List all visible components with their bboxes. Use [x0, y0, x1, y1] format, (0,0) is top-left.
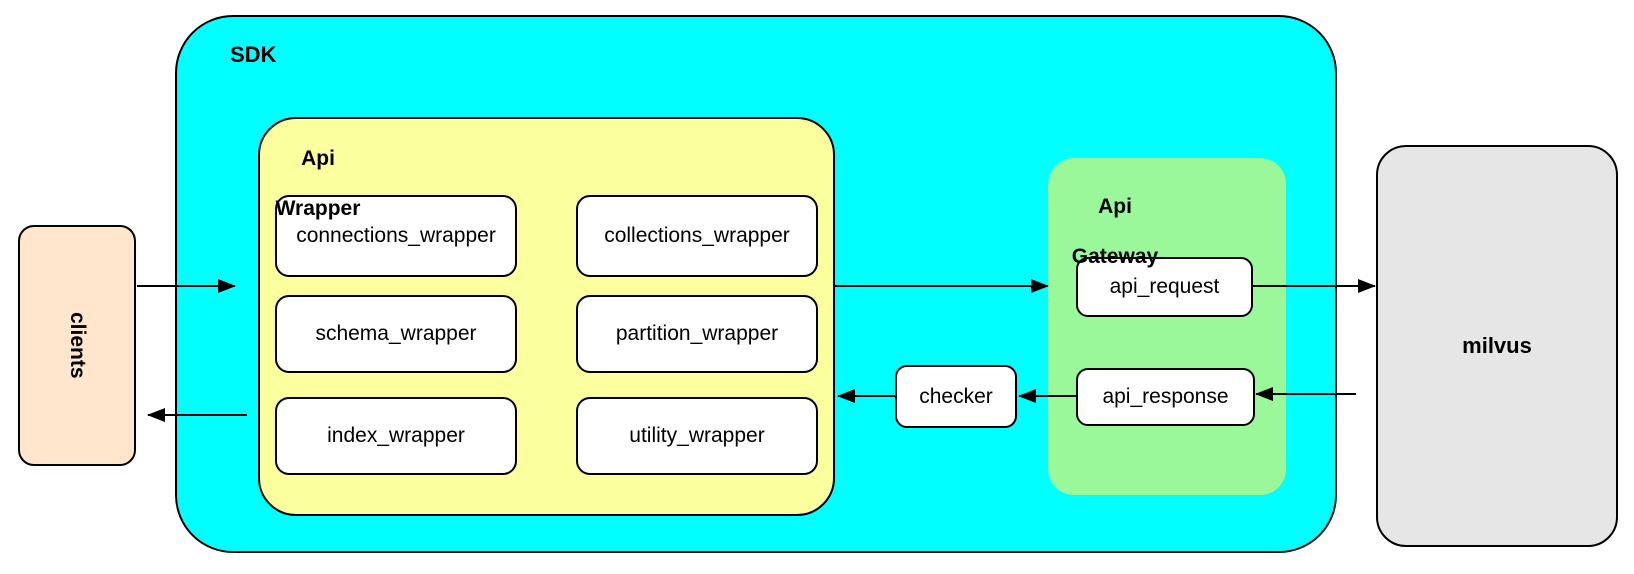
clients-node: clients — [18, 225, 136, 466]
clients-label: clients — [66, 312, 89, 379]
collections-wrapper-node: collections_wrapper — [576, 195, 818, 277]
api-request-node: api_request — [1076, 257, 1253, 317]
connections-wrapper-node: connections_wrapper — [275, 195, 517, 277]
api-wrapper-label: Api Wrapper — [275, 147, 361, 220]
partition-wrapper-node: partition_wrapper — [576, 295, 818, 373]
api-gateway-container — [1048, 158, 1286, 495]
utility-wrapper-node: utility_wrapper — [576, 397, 818, 475]
api-gateway-label: Api Gateway — [1071, 195, 1159, 268]
milvus-node: milvus — [1376, 145, 1618, 547]
sdk-label: SDK — [230, 42, 277, 67]
api-response-node: api_response — [1076, 368, 1255, 426]
milvus-label: milvus — [1462, 333, 1532, 358]
schema-wrapper-node: schema_wrapper — [275, 295, 517, 373]
checker-node: checker — [895, 365, 1017, 428]
index-wrapper-node: index_wrapper — [275, 397, 517, 475]
